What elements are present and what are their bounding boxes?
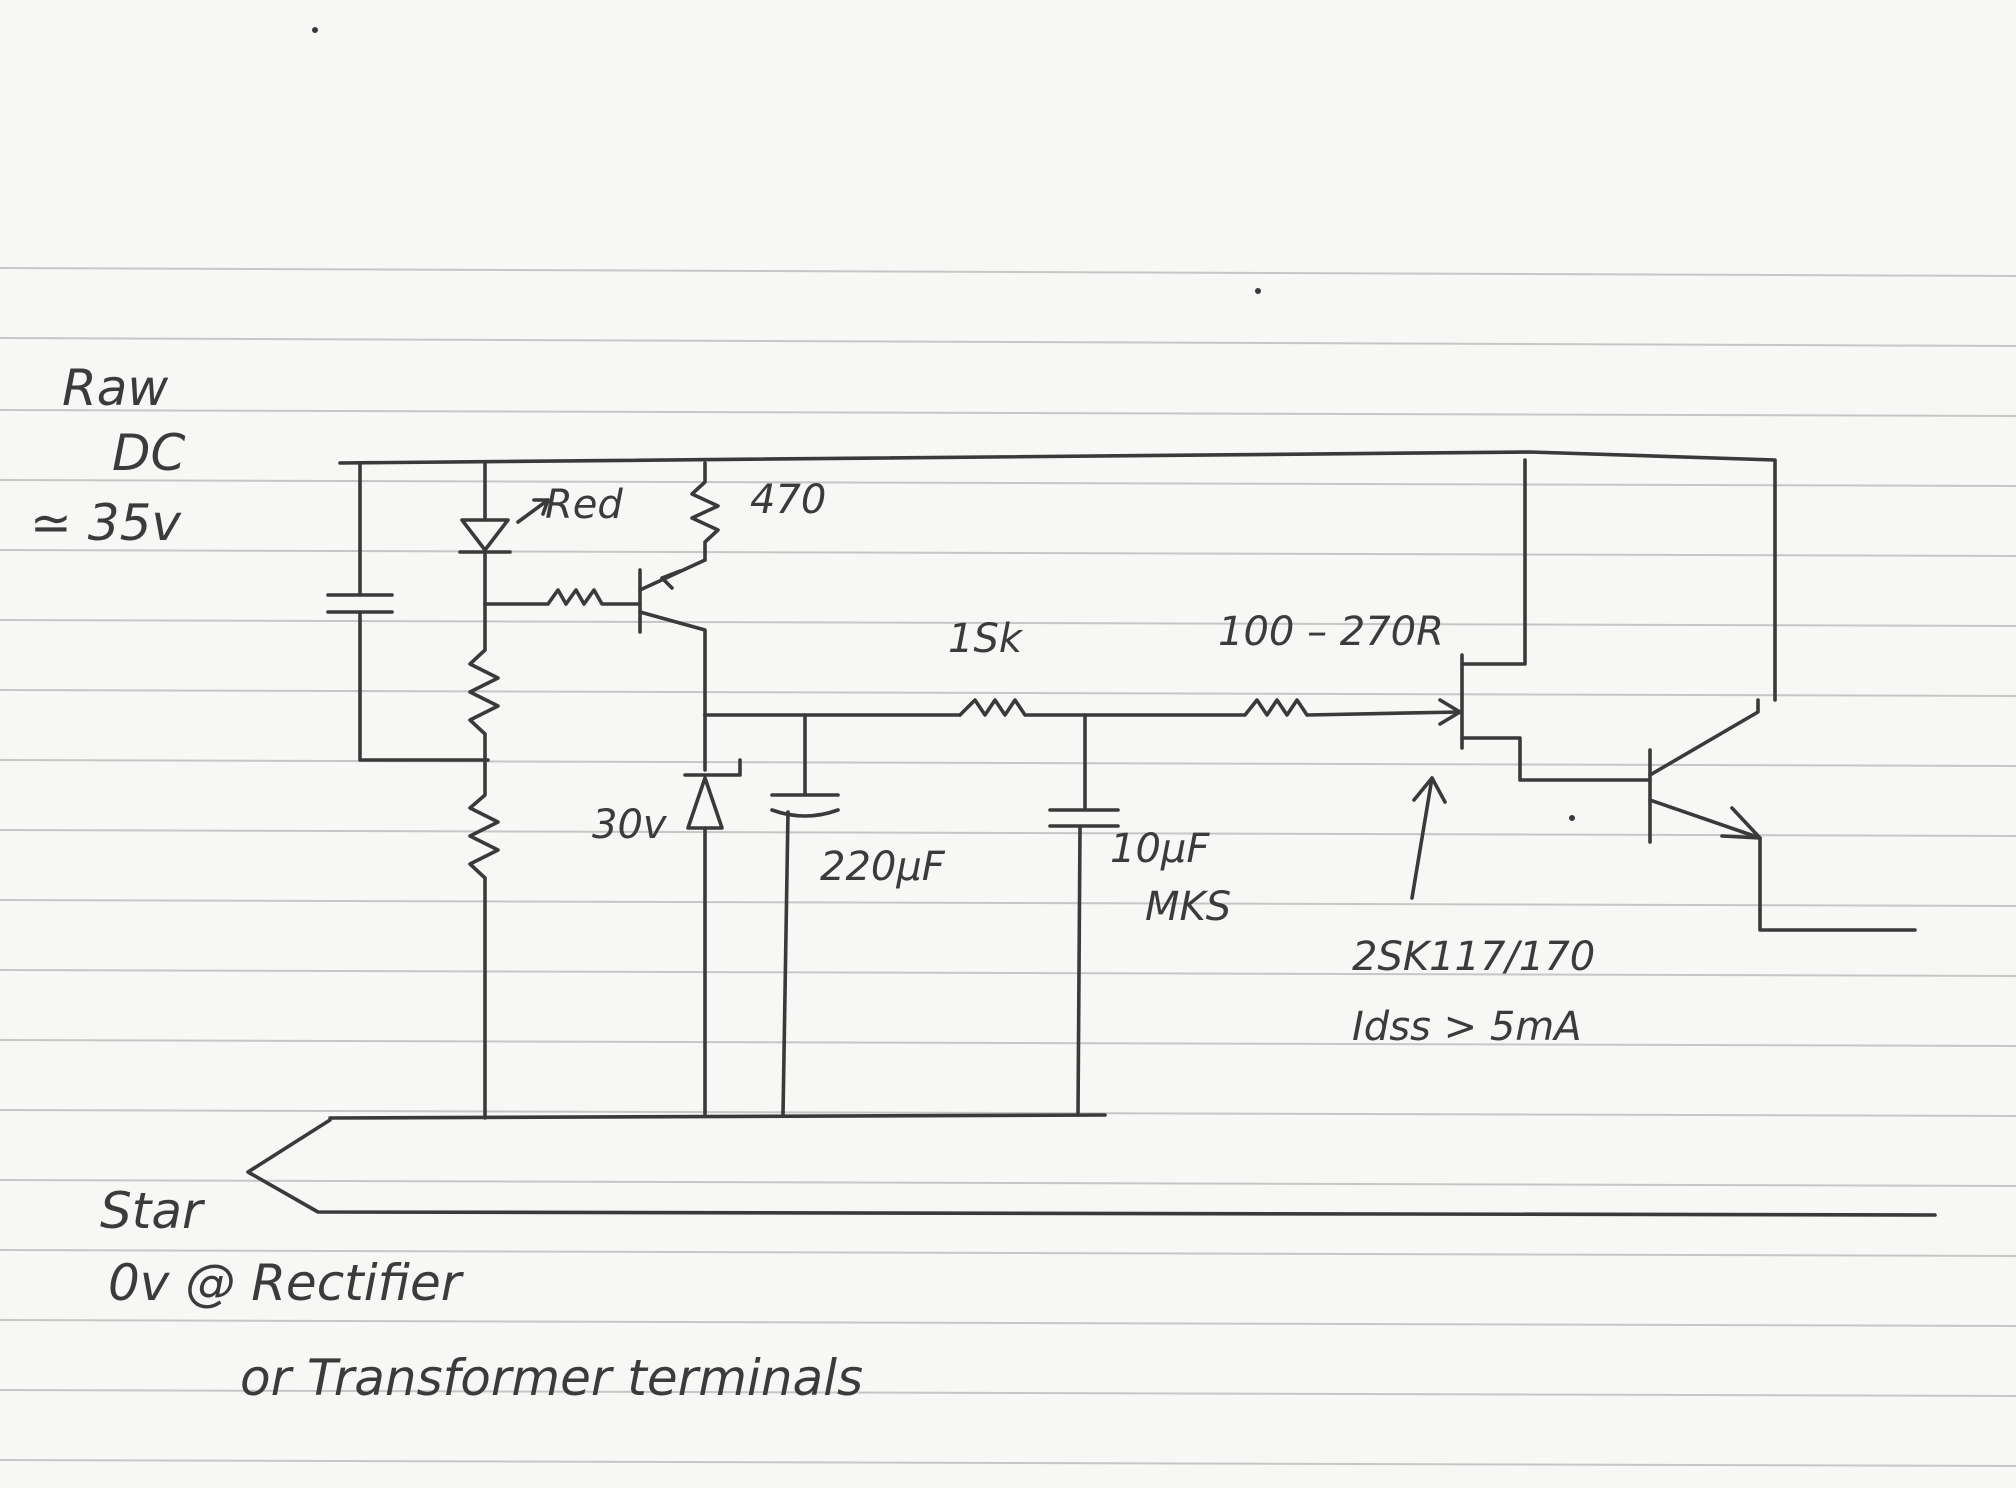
npn-transistor — [1648, 698, 1917, 932]
star-ground-label: Star 0v @ Rectifier or Transformer termi… — [100, 1182, 863, 1407]
svg-text:DC: DC — [112, 424, 186, 482]
pnp-transistor — [638, 558, 707, 717]
svg-text:2SK117/170: 2SK117/170 — [1352, 934, 1595, 980]
gate-resistor-label: 100 – 270R — [1218, 609, 1444, 655]
zener-label: 30v — [592, 802, 668, 848]
resistor-470-label: 470 — [750, 477, 826, 523]
svg-text:10µF: 10µF — [1110, 826, 1210, 872]
svg-text:or Transformer terminals: or Transformer terminals — [240, 1349, 863, 1407]
capacitor-220uf — [770, 713, 840, 1117]
emitter-resistor-470 — [690, 461, 720, 562]
divider-resistor-upper — [468, 602, 500, 762]
led-label: Red — [545, 482, 623, 528]
gate-resistor — [1083, 698, 1462, 717]
capacitor-10uf — [1048, 713, 1120, 1117]
jfet — [1460, 458, 1652, 782]
led — [458, 461, 550, 606]
capacitor-220uf-label: 220µF — [820, 844, 946, 890]
svg-text:≃ 35v: ≃ 35v — [30, 494, 182, 552]
jfet-pointer — [1410, 776, 1447, 900]
raw-dc-rail — [338, 450, 1777, 702]
reservoir-capacitor — [326, 461, 490, 762]
jfet-note: 2SK117/170 Idss > 5mA — [1352, 934, 1595, 1050]
divider-resistor-lower — [468, 758, 500, 1120]
series-resistor — [958, 698, 1087, 717]
star-ground — [246, 1118, 1937, 1217]
svg-text:MKS: MKS — [1145, 884, 1231, 930]
svg-text:Raw: Raw — [62, 359, 168, 417]
ruled-lines — [0, 267, 2016, 1467]
capacitor-10uf-label: 10µF MKS — [1110, 826, 1231, 930]
zener-diode — [683, 713, 742, 1117]
svg-text:0v @ Rectifier: 0v @ Rectifier — [108, 1254, 465, 1312]
base-resistor — [483, 588, 642, 606]
ground-rail — [328, 1113, 1107, 1120]
supply-label: Raw DC ≃ 35v — [30, 359, 186, 552]
svg-text:Star: Star — [100, 1182, 206, 1240]
paper-specks — [312, 27, 1575, 821]
gate-arrow — [1438, 698, 1462, 726]
svg-text:Idss > 5mA: Idss > 5mA — [1352, 1004, 1582, 1050]
series-resistor-label: 1Sk — [948, 616, 1024, 662]
